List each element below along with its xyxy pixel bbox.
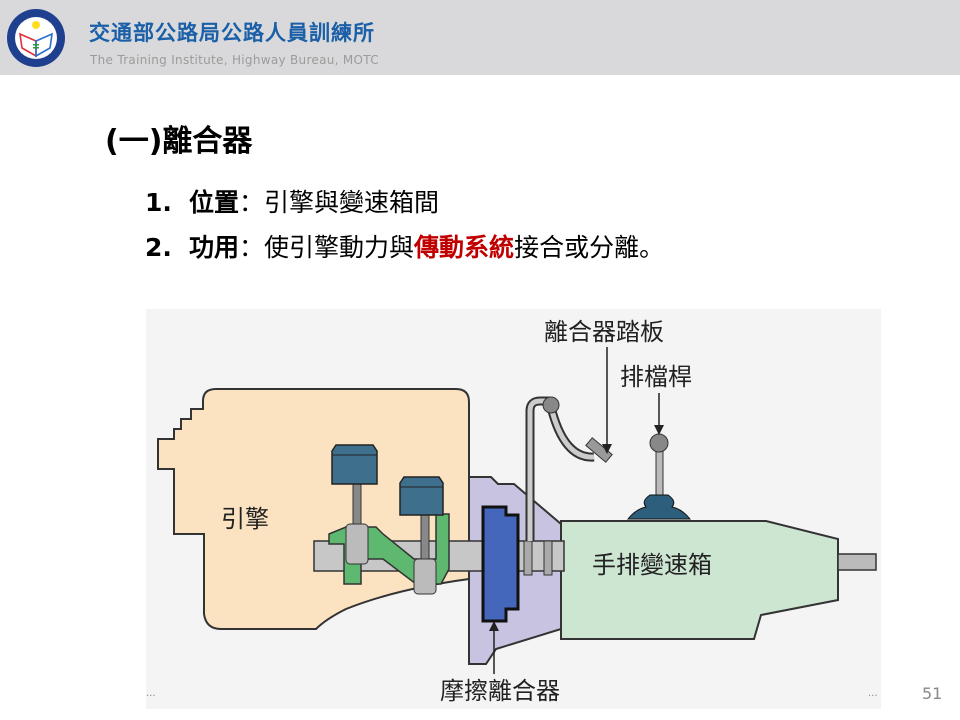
bullet-number: 2. (145, 233, 172, 262)
clutch-disc (481, 505, 520, 623)
header-banner: 交通部公路局公路人員訓練所 The Training Institute, Hi… (0, 0, 960, 75)
crankpin-2 (413, 558, 437, 595)
label-manual-transmission: 手排變速箱 (592, 551, 712, 579)
release-bearing (523, 540, 533, 576)
bullet-function: 2. 功用：使引擎動力與傳動系統接合或分離。 (145, 228, 664, 273)
page-number: 51 (922, 684, 943, 703)
bullet-text-after: 接合或分離。 (514, 233, 665, 262)
footer-ellipsis-left: ... (146, 688, 156, 699)
bullet-separator: ： (239, 188, 265, 217)
shift-boot (626, 494, 692, 520)
conrod-2 (420, 508, 430, 565)
shift-knob (649, 433, 669, 453)
crankpin-1 (345, 523, 369, 565)
org-name-zh: 交通部公路局公路人員訓練所 (89, 21, 375, 45)
slide-title: (一)離合器 (105, 124, 253, 159)
bullet-separator: ： (239, 233, 265, 262)
footer-ellipsis-right: ... (868, 688, 878, 699)
institute-seal-logo-icon (7, 9, 65, 67)
bullet-list: 1.位置：引擎與變速箱間 2.功用：使引擎動力與傳動系統接合或分離。 (145, 183, 664, 273)
bullet-text-before: 使引擎動力與 (264, 233, 415, 262)
piston-2 (399, 476, 444, 516)
piston-1 (331, 444, 378, 485)
label-clutch-pedal: 離合器踏板 (544, 318, 664, 346)
bullet-number: 1. (145, 188, 172, 217)
bullet-label: 功用 (189, 233, 240, 262)
shift-lever-rod (655, 448, 664, 500)
bullet-label: 位置 (189, 188, 240, 217)
org-name-en: The Training Institute, Highway Bureau, … (90, 53, 379, 67)
clutch-diagram-svg (157, 347, 877, 674)
release-bearing-2 (543, 540, 553, 576)
bullet-highlight: 傳動系統 (414, 233, 515, 262)
clutch-pedal-pad (585, 437, 613, 463)
label-shift-lever: 排檔桿 (620, 363, 692, 391)
bullet-text: 引擎與變速箱間 (264, 188, 440, 217)
clutch-diagram: 引擎 離合器踏板 排檔桿 手排變速箱 摩擦離合器 (146, 309, 881, 709)
pedal-pivot (542, 396, 560, 414)
transmission-case (560, 520, 839, 640)
output-shaft (837, 553, 877, 571)
label-engine: 引擎 (221, 505, 269, 533)
bullet-position: 1. 位置：引擎與變速箱間 (145, 183, 664, 228)
label-friction-clutch: 摩擦離合器 (440, 677, 560, 705)
